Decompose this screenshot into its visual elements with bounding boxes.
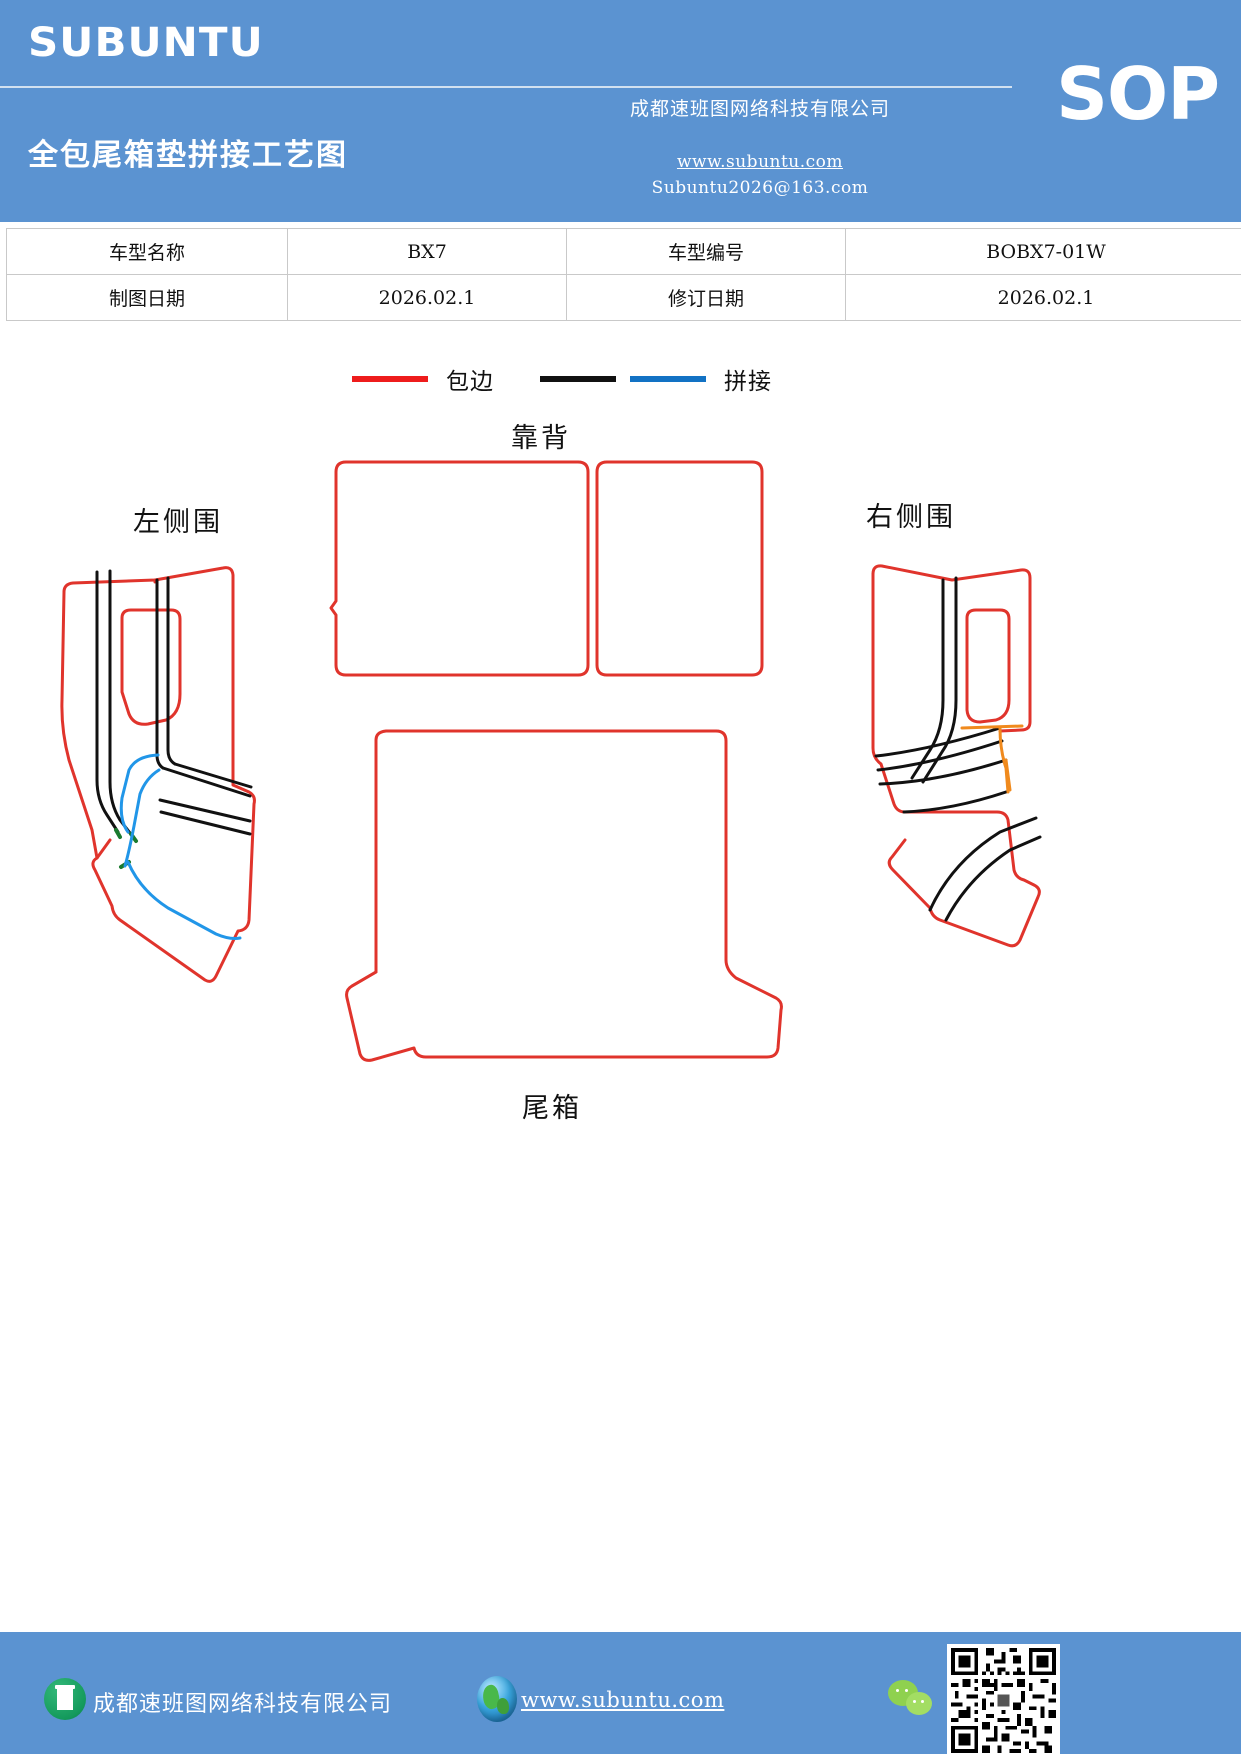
- label-revision-date: 修订日期: [567, 275, 846, 321]
- wechat-icon: [888, 1680, 940, 1720]
- backrest-right-panel: [597, 462, 762, 675]
- header-website-link[interactable]: www.subuntu.com: [560, 152, 960, 172]
- vehicle-info-table: 车型名称 BX7 车型编号 BOBX7-01W 制图日期 2026.02.1 修…: [6, 228, 1241, 321]
- left-side-panel: [62, 568, 255, 982]
- label-draw-date: 制图日期: [7, 275, 288, 321]
- table-row: 车型名称 BX7 车型编号 BOBX7-01W: [7, 229, 1241, 275]
- page-footer: 成都速班图网络科技有限公司 www.subuntu.com: [0, 1632, 1241, 1754]
- label-model-name: 车型名称: [7, 229, 288, 275]
- legend-swatch-binding: [352, 376, 428, 382]
- technical-drawing-area: [0, 400, 1241, 1160]
- page-header: SUBUNTU SOP 全包尾箱垫拼接工艺图 成都速班图网络科技有限公司 www…: [0, 0, 1241, 222]
- globe-icon: [477, 1676, 517, 1722]
- footer-website-link[interactable]: www.subuntu.com: [521, 1688, 724, 1712]
- table-row: 制图日期 2026.02.1 修订日期 2026.02.1: [7, 275, 1241, 321]
- value-model-name: BX7: [288, 229, 567, 275]
- trunk-mat-panel: [347, 731, 782, 1060]
- brand-logo: SUBUNTU: [28, 20, 264, 66]
- page-title: 全包尾箱垫拼接工艺图: [28, 130, 348, 174]
- legend-label-binding: 包边: [446, 362, 494, 396]
- sop-badge: SOP: [1056, 58, 1219, 130]
- legend-swatch-seam-black: [540, 376, 616, 382]
- footer-company-name: 成都速班图网络科技有限公司: [93, 1686, 392, 1718]
- value-model-code: BOBX7-01W: [846, 229, 1241, 275]
- value-revision-date: 2026.02.1: [846, 275, 1241, 321]
- header-company-name: 成都速班图网络科技有限公司: [560, 94, 960, 121]
- header-email: Subuntu2026@163.com: [560, 178, 960, 198]
- label-model-code: 车型编号: [567, 229, 846, 275]
- legend-label-seam: 拼接: [724, 362, 772, 396]
- qr-code: [947, 1644, 1060, 1757]
- building-icon: [44, 1678, 86, 1720]
- header-divider: [0, 86, 1012, 88]
- value-draw-date: 2026.02.1: [288, 275, 567, 321]
- legend: 包边 拼接: [0, 362, 1241, 402]
- backrest-left-panel: [331, 462, 588, 675]
- right-side-panel: [873, 566, 1040, 946]
- legend-swatch-seam-blue: [630, 376, 706, 382]
